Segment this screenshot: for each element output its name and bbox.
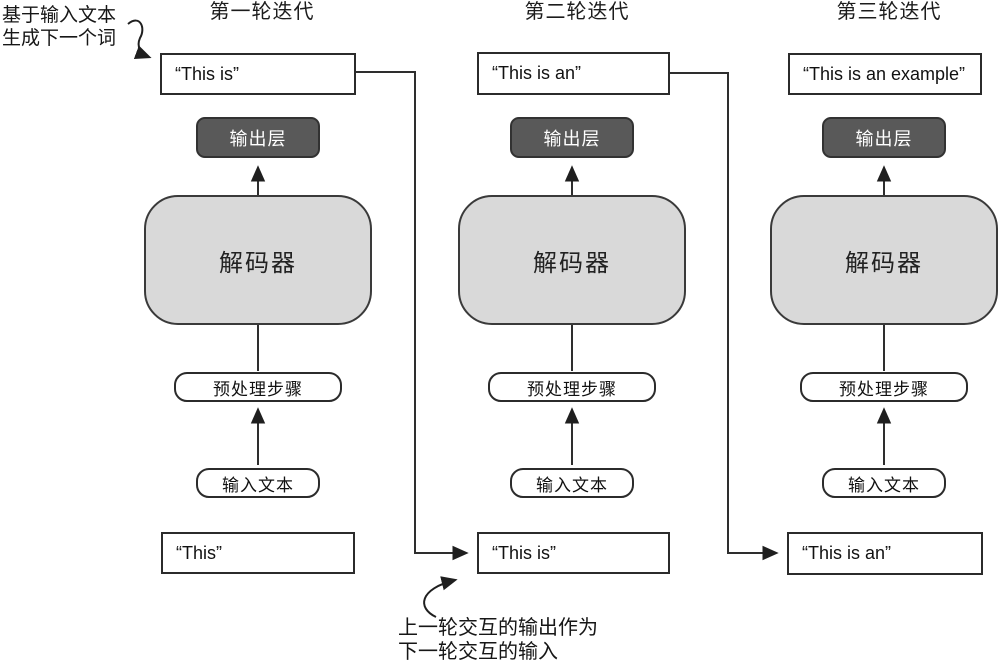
decoder-box-2: 解码器 — [458, 195, 686, 325]
annotation-arrow-generate-next-word — [127, 19, 152, 59]
output-text-box-3: “This is an example” — [788, 53, 982, 95]
decoder-box-1: 解码器 — [144, 195, 372, 325]
connector-iter2-to-iter3 — [669, 72, 779, 561]
output-layer-box-3: 输出层 — [822, 117, 946, 158]
annotation-generate-next-word: 基于输入文本 生成下一个词 — [2, 4, 116, 50]
connector-iter1-to-iter2 — [355, 71, 469, 561]
input-text-box-2: “This is” — [477, 532, 670, 574]
decoder-box-3: 解码器 — [770, 195, 998, 325]
input-text-box-1: “This” — [161, 532, 355, 574]
input-label-box-1: 输入文本 — [196, 468, 320, 498]
annotation-feed-output-as-input: 上一轮交互的输出作为 下一轮交互的输入 — [398, 616, 598, 664]
preprocess-box-1: 预处理步骤 — [174, 372, 342, 402]
annotation-line: 生成下一个词 — [2, 28, 117, 49]
iteration-1-header: 第一轮迭代 — [209, 1, 315, 23]
output-layer-box-1: 输出层 — [196, 117, 320, 158]
input-label-box-3: 输入文本 — [822, 468, 946, 498]
iteration-2-header: 第二轮迭代 — [524, 1, 630, 23]
input-label-box-2: 输入文本 — [510, 468, 634, 498]
output-text-box-1: “This is” — [160, 53, 356, 95]
annotation-arrow-feed-output — [423, 576, 458, 618]
preprocess-box-2: 预处理步骤 — [488, 372, 656, 402]
annotation-line: 上一轮交互的输出作为 — [398, 617, 598, 639]
preprocess-box-3: 预处理步骤 — [800, 372, 968, 402]
output-layer-box-2: 输出层 — [510, 117, 634, 158]
output-text-box-2: “This is an” — [477, 52, 670, 95]
input-text-box-3: “This is an” — [787, 532, 983, 575]
iteration-3-header: 第三轮迭代 — [836, 1, 942, 23]
annotation-line: 基于输入文本 — [2, 5, 117, 26]
annotation-line: 下一轮交互的输入 — [398, 641, 558, 663]
